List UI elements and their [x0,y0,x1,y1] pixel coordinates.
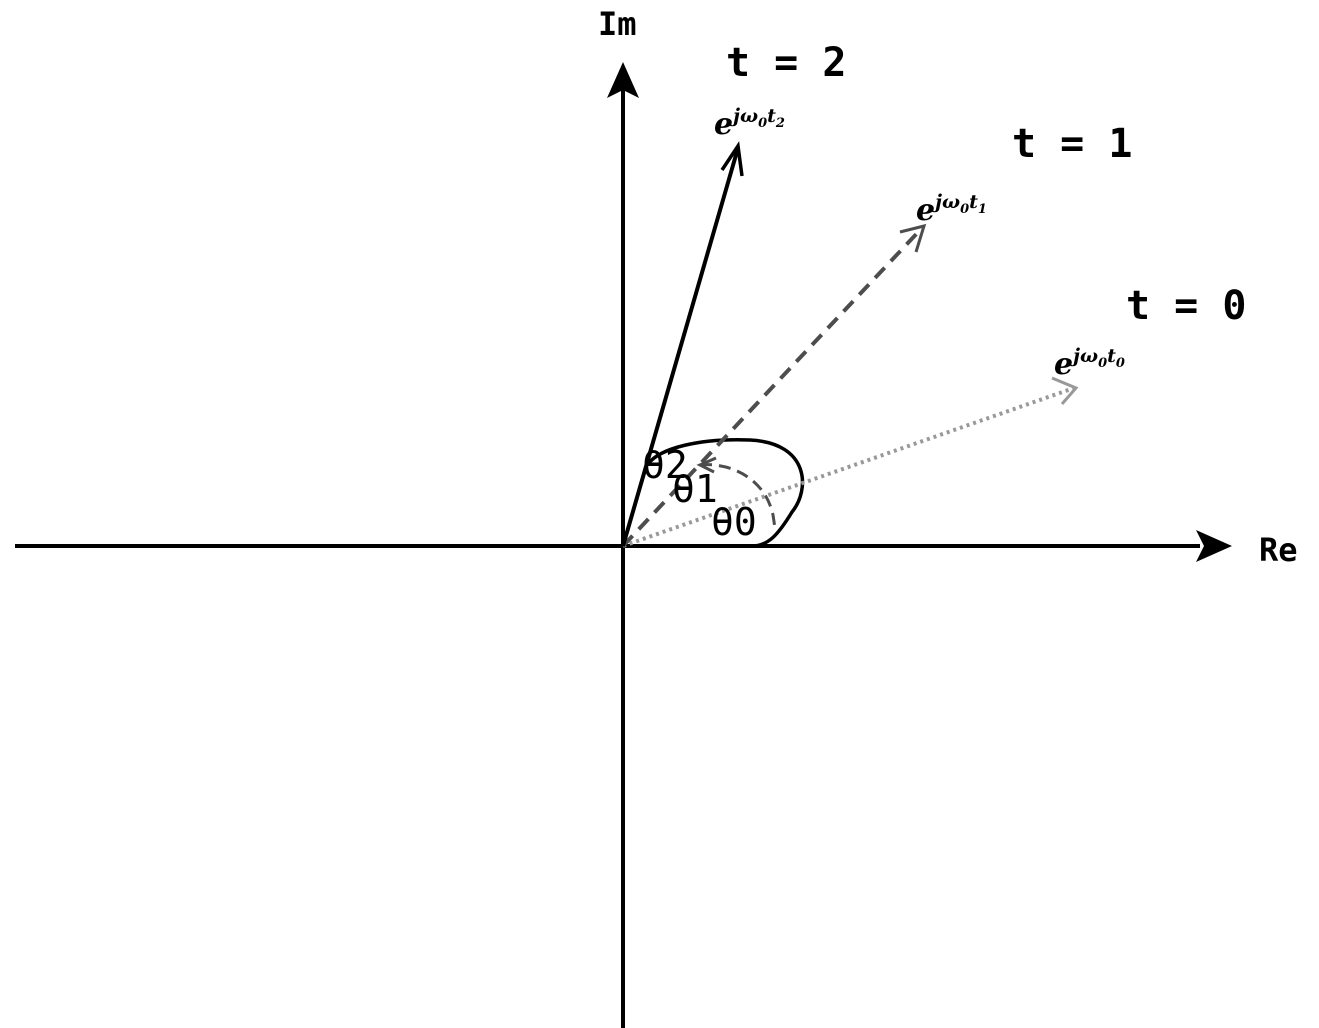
phasor-t0-arrowhead [1051,376,1079,405]
angle-arc-theta1-head [696,456,717,474]
angle-arc-theta1 [699,463,777,529]
phasor-t2-arrowhead [720,141,744,177]
angle-labels: θ2 θ1 θ0 [642,443,757,544]
angle-label-theta0: θ0 [711,500,757,544]
phasor-label-t1: ejω0t1 [916,191,987,228]
phasor-label-t0: ejω0t0 [1054,345,1125,382]
angle-label-theta2: θ2 [642,443,688,487]
time-labels: t = 2 t = 1 t = 0 [726,40,1246,329]
angle-arcs [646,437,805,548]
phasor-t2-line [621,147,740,547]
real-axis-label: Re [1259,531,1298,569]
phasor-t0 [622,376,1079,548]
imag-axis-label: Im [598,5,637,43]
phasor-t1 [621,223,927,548]
phasor-labels: ejω0t2 ejω0t1 ejω0t0 [714,105,1125,382]
real-axis-arrowhead [1196,530,1232,562]
phasor-t0-line [622,386,1075,548]
phasor-t1-line [621,226,924,548]
angle-arc-theta2 [646,437,805,548]
time-label-t1: t = 1 [1012,121,1132,167]
time-label-t2: t = 2 [726,40,846,86]
phasor-t2 [621,141,744,547]
phasor-label-t2: ejω0t2 [714,105,785,142]
axes: Re Im [15,5,1298,1028]
time-label-t0: t = 0 [1126,283,1246,329]
phasor-t1-arrowhead [899,223,927,253]
imag-axis-arrowhead [607,62,639,98]
angle-label-theta1: θ1 [672,467,718,511]
